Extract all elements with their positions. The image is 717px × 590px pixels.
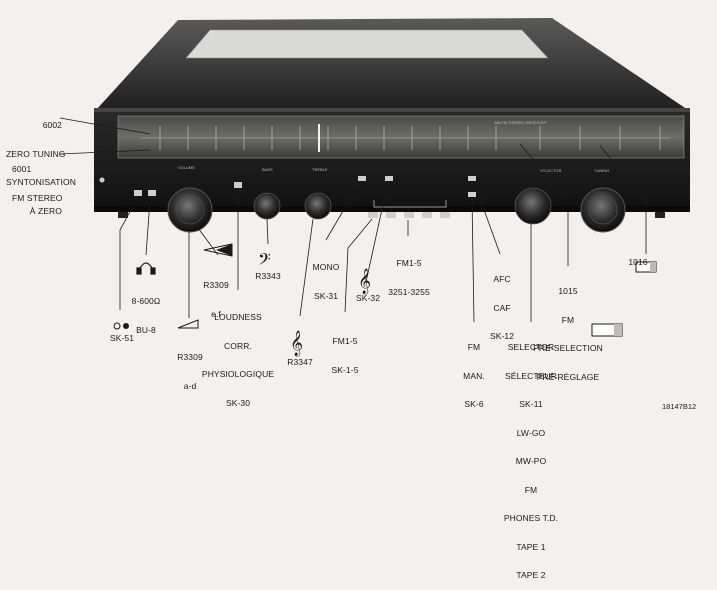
headphones-label: 8-600Ω BU-8 [131,296,161,335]
treble-panel-label: TREBLE [312,167,328,172]
indicator-button-icon-2 [591,323,623,337]
indicator-button-icon [635,261,657,273]
brand-badge-text: AM-FM STEREO RECEIVER [494,120,546,125]
treble-clef-icon-1: 𝄞 [290,330,303,356]
tuning-panel-label: TUNING [594,168,609,173]
treble-label: R3347 [287,357,313,367]
filter-label: SK-32 [355,293,381,303]
afc-switch[interactable] [468,176,476,181]
power-indicator-icon [99,177,105,183]
power-switch[interactable] [134,190,142,196]
afc-label: AFC CAF SK-12 [489,274,515,341]
power-label: SK-51 [109,333,135,343]
tuning-knob[interactable] [580,187,626,233]
treble-knob[interactable] [304,192,332,220]
bass-knob[interactable] [253,192,281,220]
filter-switch[interactable] [385,176,393,181]
zero-tuning-label: 6002 ZERO TUNING SYNTONISATION À ZERO [6,120,76,216]
figure-number: 18147B12 [662,402,697,411]
selector-knob[interactable] [514,187,552,225]
mono-label: MONO SK-31 [312,262,340,301]
fm-preset-pots-label: FM1-5 3251-3255 [388,258,430,297]
tuning-dial-window [117,115,685,159]
fm-preset-buttons-label: FM1-5 SK-1-5 [331,336,359,375]
fm-preselection-label: 1015 FM PRE-SELECTION PRÉ-RÉGLAGE [533,286,603,382]
receiver-top-cover [96,18,688,110]
selector-panel-label: SELECTOR [540,168,562,173]
loudness-switch[interactable] [234,182,242,188]
fm-manual-switch[interactable] [468,192,476,197]
fm-stereo-label: 6001 FM STEREO [12,164,63,203]
treble-clef-icon-2: 𝄞 [358,268,371,294]
mono-switch[interactable] [358,176,366,181]
headphone-socket[interactable] [148,190,156,196]
volume-panel-label: VOLUME [178,165,195,170]
volume-upper-label: R3309 e.f [203,280,229,319]
bass-panel-label: BASS [262,167,273,172]
volume-knob[interactable] [167,187,213,233]
loudness-wedge-icon [203,243,233,257]
power-on-off-icon [113,322,129,330]
tuning-indicator-label: 1016 [628,257,648,267]
fm-preset-buttons[interactable] [368,212,450,218]
bass-label: R3343 [255,271,281,281]
bass-clef-icon: 𝄢 [258,249,271,273]
loudness-label: LOUDNESS CORR. PHYSIOLOGIQUE SK-30 [201,312,275,408]
headphones-icon [136,262,156,275]
volume-lower-label: R3309 a-d [177,352,203,391]
receiver-diagram: AM-FM STEREO RECEIVER VOLUME BASS TREBLE… [6,18,697,580]
volume-ramp-icon [177,319,199,329]
fm-manual-label: FM MAN. SK-6 [463,342,485,409]
